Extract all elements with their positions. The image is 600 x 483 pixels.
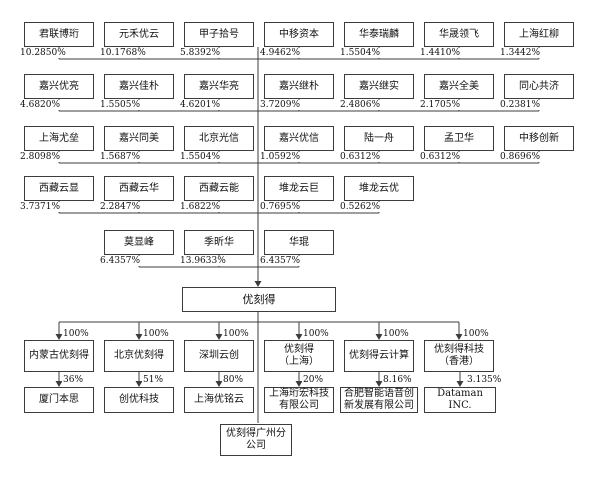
subsidiary-percentage: 100% — [62, 329, 90, 339]
subsidiary-percentage: 100% — [222, 329, 250, 339]
shareholding-percentage: 4.9462% — [259, 48, 302, 58]
shareholding-percentage: 4.6820% — [19, 100, 62, 110]
shareholder-box: 西藏云显 — [24, 176, 94, 201]
shareholding-percentage: 1.3442% — [499, 48, 542, 58]
shareholder-box: 华晟领飞 — [424, 22, 494, 47]
investee-box: Dataman INC. — [424, 387, 496, 413]
arrow-down-icon — [375, 381, 383, 387]
subsidiary-box: 北京优刻得 — [104, 340, 174, 372]
arrow-down-icon — [215, 334, 223, 340]
investee-box: 厦门本思 — [24, 387, 94, 413]
shareholder-box: 上海红柳 — [504, 22, 574, 47]
investee-percentage: 8.16% — [382, 375, 413, 385]
shareholding-percentage: 2.8098% — [19, 152, 62, 162]
shareholder-box: 中移资本 — [264, 22, 334, 47]
shareholding-percentage: 3.7371% — [19, 202, 62, 212]
shareholder-box: 堆龙云巨 — [264, 176, 334, 201]
shareholding-percentage: 1.5504% — [179, 152, 222, 162]
arrow-down-icon — [375, 334, 383, 340]
shareholder-box: 君联博珩 — [24, 22, 94, 47]
shareholder-box: 嘉兴继实 — [344, 74, 414, 99]
shareholder-box: 西藏云华 — [104, 176, 174, 201]
shareholder-box: 嘉兴华亮 — [184, 74, 254, 99]
shareholding-percentage: 0.6312% — [339, 152, 382, 162]
shareholding-percentage: 1.0592% — [259, 152, 302, 162]
arrow-down-icon — [455, 334, 463, 340]
company-box: 优刻得 — [182, 287, 336, 312]
arrow-down-icon — [55, 381, 63, 387]
shareholding-percentage: 13.9633% — [179, 256, 227, 266]
subsidiary-percentage: 100% — [142, 329, 170, 339]
subsidiary-box: 深圳云创 — [184, 340, 254, 372]
shareholding-percentage: 1.5505% — [99, 100, 142, 110]
shareholder-box: 元禾优云 — [104, 22, 174, 47]
shareholder-box: 华泰瑞麟 — [344, 22, 414, 47]
subsidiary-box: 优刻得云计算 — [344, 340, 414, 372]
shareholder-box: 北京光信 — [184, 126, 254, 151]
subsidiary-percentage: 100% — [462, 329, 490, 339]
shareholder-box: 季昕华 — [184, 230, 254, 255]
shareholder-box: 嘉兴继朴 — [264, 74, 334, 99]
subsidiary-box: 优刻得 （上海） — [264, 340, 334, 372]
investee-percentage: 3.135% — [466, 375, 503, 385]
shareholding-percentage: 2.1705% — [419, 100, 462, 110]
branch-office-box: 优刻得广州分 公司 — [220, 424, 292, 456]
subsidiary-percentage: 100% — [382, 329, 410, 339]
shareholder-box: 上海尤垒 — [24, 126, 94, 151]
shareholding-percentage: 10.1768% — [99, 48, 147, 58]
shareholding-percentage: 0.8696% — [499, 152, 542, 162]
investee-box: 上海珩宏科技 有限公司 — [264, 387, 334, 413]
arrow-down-icon — [215, 381, 223, 387]
investee-box: 合肥智能语音创 新发展有限公司 — [340, 387, 418, 413]
investee-box: 创优科技 — [104, 387, 174, 413]
shareholder-box: 嘉兴优信 — [264, 126, 334, 151]
shareholding-percentage: 2.2847% — [99, 202, 142, 212]
shareholder-box: 嘉兴全美 — [424, 74, 494, 99]
arrow-down-icon — [55, 334, 63, 340]
investee-percentage: 51% — [142, 375, 165, 385]
shareholding-percentage: 0.2381% — [499, 100, 542, 110]
shareholder-box: 西藏云能 — [184, 176, 254, 201]
shareholder-box: 同心共济 — [504, 74, 574, 99]
arrow-down-icon — [135, 334, 143, 340]
shareholding-percentage: 0.5262% — [339, 202, 382, 212]
shareholder-box: 堆龙云优 — [344, 176, 414, 201]
investee-percentage: 36% — [62, 375, 85, 385]
shareholder-box: 嘉兴同美 — [104, 126, 174, 151]
arrow-down-icon — [456, 381, 464, 387]
shareholder-box: 华琨 — [264, 230, 334, 255]
shareholder-box: 孟卫华 — [424, 126, 494, 151]
shareholder-box: 嘉兴优亮 — [24, 74, 94, 99]
investee-box: 上海优铭云 — [184, 387, 254, 413]
shareholder-box: 陆一舟 — [344, 126, 414, 151]
shareholding-percentage: 1.4410% — [419, 48, 462, 58]
shareholder-box: 莫显峰 — [104, 230, 174, 255]
shareholding-percentage: 6.4357% — [259, 256, 302, 266]
shareholding-percentage: 2.4806% — [339, 100, 382, 110]
subsidiary-box: 优刻得科技 （香港） — [424, 340, 494, 372]
arrow-down-icon — [254, 281, 262, 287]
shareholding-percentage: 3.7209% — [259, 100, 302, 110]
arrow-down-icon — [295, 334, 303, 340]
investee-percentage: 80% — [222, 375, 245, 385]
shareholding-percentage: 1.6822% — [179, 202, 222, 212]
investee-percentage: 20% — [302, 375, 325, 385]
subsidiary-percentage: 100% — [302, 329, 330, 339]
subsidiary-box: 内蒙古优刻得 — [24, 340, 94, 372]
shareholding-percentage: 5.8392% — [179, 48, 222, 58]
shareholding-percentage: 6.4357% — [99, 256, 142, 266]
shareholder-box: 嘉兴佳朴 — [104, 74, 174, 99]
arrow-down-icon — [135, 381, 143, 387]
shareholding-percentage: 4.6201% — [179, 100, 222, 110]
shareholder-box: 甲子拾号 — [184, 22, 254, 47]
shareholding-percentage: 0.7695% — [259, 202, 302, 212]
shareholding-percentage: 0.6312% — [419, 152, 462, 162]
shareholding-percentage: 10.2850% — [19, 48, 67, 58]
arrow-down-icon — [295, 381, 303, 387]
shareholding-percentage: 1.5687% — [99, 152, 142, 162]
shareholding-percentage: 1.5504% — [339, 48, 382, 58]
shareholder-box: 中移创新 — [504, 126, 574, 151]
